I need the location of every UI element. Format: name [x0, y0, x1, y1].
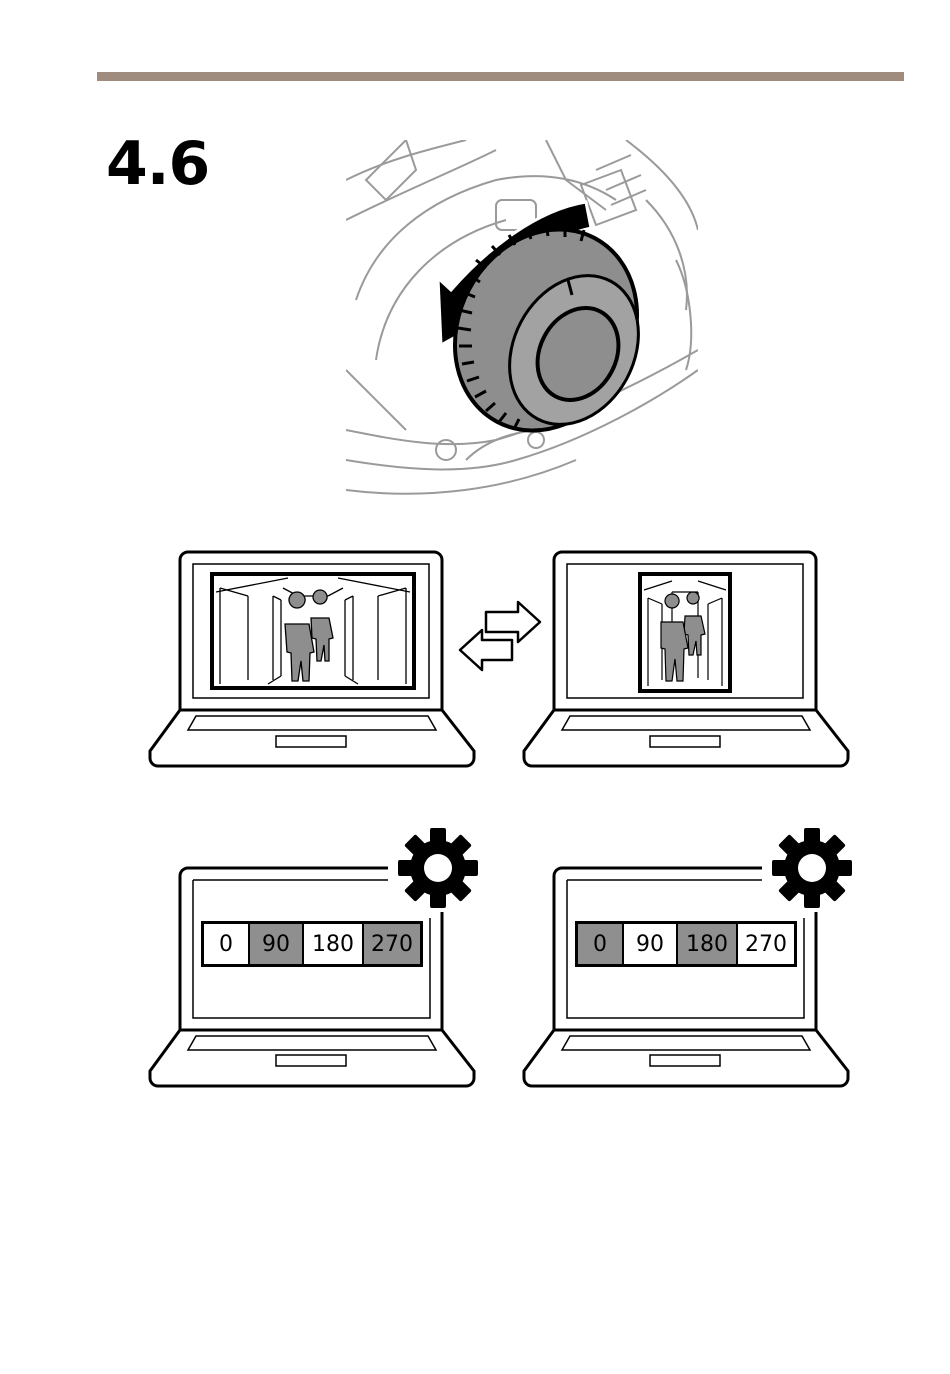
rotation-selector[interactable]: 0 90 180 270 [575, 921, 797, 967]
lens-icon [420, 197, 671, 462]
laptop-rotation-settings-left: 0 90 180 270 [148, 828, 478, 1088]
rotation-option-180[interactable]: 180 [678, 924, 738, 964]
top-rule [97, 72, 904, 81]
rotation-option-0[interactable]: 0 [204, 924, 250, 964]
gear-icon [772, 828, 852, 908]
laptop-rotation-settings-right: 0 90 180 270 [522, 828, 852, 1088]
rotation-option-0[interactable]: 0 [578, 924, 624, 964]
rotation-option-270[interactable]: 270 [364, 924, 420, 964]
rotation-option-90[interactable]: 90 [250, 924, 304, 964]
gear-icon [398, 828, 478, 908]
rotation-option-180[interactable]: 180 [304, 924, 364, 964]
lens-rotation-illustration [346, 140, 698, 505]
laptop-wide-view [148, 548, 478, 770]
rotation-selector[interactable]: 0 90 180 270 [201, 921, 423, 967]
rotation-option-90[interactable]: 90 [624, 924, 678, 964]
step-number: 4.6 [106, 134, 209, 194]
laptop-portrait-view [522, 548, 852, 770]
rotation-option-270[interactable]: 270 [738, 924, 794, 964]
